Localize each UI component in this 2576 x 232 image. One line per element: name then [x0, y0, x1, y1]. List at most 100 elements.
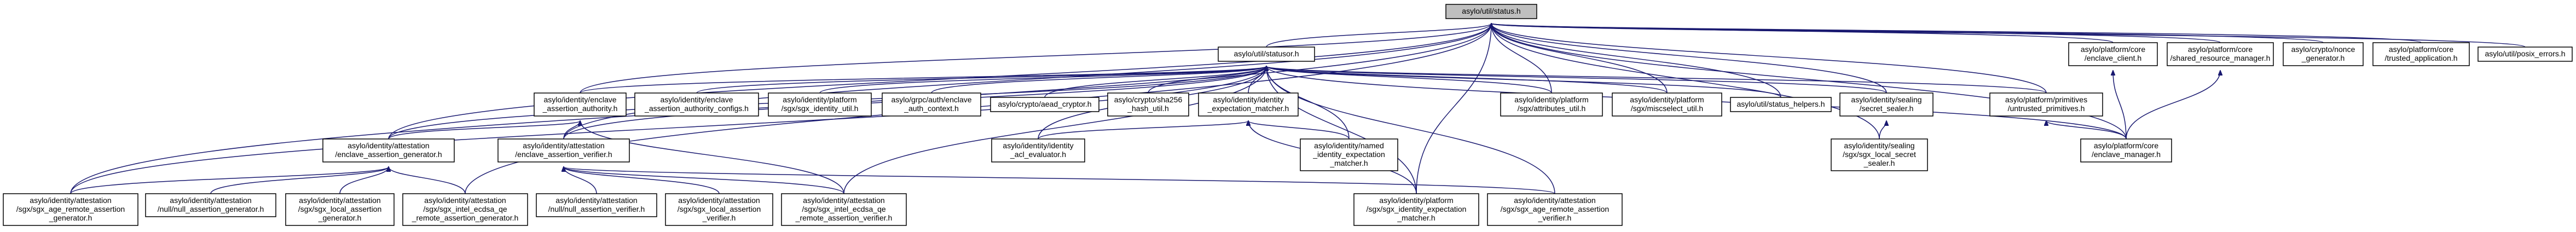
edge-sgx-age-remote-assertion-verifier-h-to-statusor-h [1266, 66, 1555, 194]
node-label-line: asylo/platform/core [2389, 45, 2453, 54]
node-label-line: asylo/identity/identity [1213, 95, 1283, 104]
node-enclave-assertion-authority-h[interactable]: asylo/identity/enclave_assertion_authori… [534, 92, 627, 117]
node-status-helpers-h[interactable]: asylo/util/status_helpers.h [1730, 97, 1832, 112]
node-sgx-intel-ecdsa-qe-remote-assertion-verifier-h[interactable]: asylo/identity/attestation/sgx/sgx_intel… [781, 193, 907, 226]
edge-sgx-age-remote-assertion-generator-h-to-statusor-h [70, 66, 1266, 194]
node-label-line: asylo/identity/platform [1514, 95, 1588, 104]
node-identity-expectation-matcher-h[interactable]: asylo/identity/identity_expectation_matc… [1198, 92, 1299, 117]
node-box [1831, 138, 1928, 171]
edge-named-identity-expectation-matcher-h-to-identity-expectation-matcher-h [1248, 121, 1350, 140]
node-label-line: /trusted_application.h [2384, 54, 2457, 62]
edge-sgx-age-remote-assertion-verifier-h-to-enclave-assertion-verifier-h [564, 167, 1555, 194]
node-sgx-local-assertion-generator-h[interactable]: asylo/identity/attestation/sgx/sgx_local… [285, 193, 395, 226]
node-attributes-util-h[interactable]: asylo/identity/platform/sgx/attributes_u… [1500, 92, 1603, 117]
edge-enclave-assertion-generator-h-to-enclave-assertion-authority-h [388, 121, 580, 140]
node-label-line: /sgx/sgx_age_remote_assertion [16, 205, 125, 213]
node-label-line: asylo/identity/sealing [1844, 141, 1914, 150]
dependency-edges [70, 24, 2526, 194]
node-shared-resource-manager-h[interactable]: asylo/platform/core/shared_resource_mana… [2167, 42, 2274, 66]
node-enclave-assertion-authority-configs-h[interactable]: asylo/identity/enclave_assertion_authori… [634, 92, 759, 117]
node-status-h[interactable]: asylo/util/status.h [1445, 4, 1537, 19]
node-label-line: asylo/identity/platform [1379, 196, 1453, 205]
node-sgx-age-remote-assertion-verifier-h[interactable]: asylo/identity/attestation/sgx/sgx_age_r… [1487, 193, 1623, 226]
node-posix-errors-h[interactable]: asylo/util/posix_errors.h [2477, 47, 2573, 62]
node-box [1107, 92, 1189, 117]
edge-acl-evaluator-h-to-identity-expectation-matcher-h [1038, 121, 1248, 140]
edge-trusted-application-h-to-status-h [1491, 24, 2422, 43]
node-label-line: /sgx/sgx_local_assertion [298, 205, 382, 213]
node-label-line: asylo/crypto/sha256 [1114, 95, 1183, 104]
node-label-line: asylo/identity/attestation [1514, 196, 1595, 205]
node-label-line: /sgx/sgx_identity_util.h [782, 104, 859, 113]
node-label-line: /enclave_client.h [2085, 54, 2141, 62]
node-label-line: _matcher.h [1397, 213, 1435, 222]
node-label-line: asylo/identity/attestation [299, 196, 380, 205]
edge-sgx-local-assertion-generator-h-to-enclave-assertion-generator-h [339, 167, 389, 194]
node-statusor-h[interactable]: asylo/util/statusor.h [1218, 47, 1315, 62]
node-label-line: _assertion_authority.h [542, 104, 618, 113]
node-box [1198, 92, 1299, 117]
node-box [634, 92, 759, 117]
node-trusted-application-h[interactable]: asylo/platform/core/trusted_application.… [2372, 42, 2470, 66]
node-label-line: asylo/util/status.h [1462, 7, 1520, 15]
node-box [1730, 97, 1832, 112]
node-enclave-assertion-generator-h[interactable]: asylo/identity/attestation/enclave_asser… [322, 138, 455, 163]
edge-sgx-intel-ecdsa-qe-remote-assertion-verifier-h-to-enclave-assertion-verifier-h [564, 167, 844, 194]
node-label-line: /null/null_assertion_generator.h [158, 205, 264, 213]
node-sgx-local-assertion-verifier-h[interactable]: asylo/identity/attestation/sgx/sgx_local… [665, 193, 773, 226]
node-enclave-client-h[interactable]: asylo/platform/core/enclave_client.h [2068, 42, 2158, 66]
edge-sgx-local-secret-sealer-h-to-secret-sealer-h [1879, 121, 1886, 140]
edge-untrusted-primitives-h-to-statusor-h [1266, 66, 2047, 94]
edge-secret-sealer-h-to-statusor-h [1266, 66, 1887, 94]
node-label-line: asylo/identity/named [1314, 141, 1384, 150]
node-named-identity-expectation-matcher-h[interactable]: asylo/identity/named_identity_expectatio… [1300, 138, 1398, 171]
node-box [990, 97, 1099, 112]
node-box [665, 193, 773, 226]
node-label-line: _auth_context.h [904, 104, 959, 113]
edge-enclave-manager-h-to-shared-resource-manager-h [2126, 71, 2220, 140]
node-label-line: asylo/identity/attestation [170, 196, 251, 205]
node-label-line: _remote_assertion_generator.h [412, 213, 519, 222]
node-untrusted-primitives-h[interactable]: asylo/platform/primitives/untrusted_prim… [1989, 92, 2103, 117]
node-box [2080, 138, 2172, 163]
node-sgx-local-secret-sealer-h[interactable]: asylo/identity/sealing/sgx/sgx_local_sec… [1831, 138, 1928, 171]
node-sgx-intel-ecdsa-qe-remote-assertion-generator-h[interactable]: asylo/identity/attestation/sgx/sgx_intel… [402, 193, 528, 226]
edge-miscselect-util-h-to-statusor-h [1266, 66, 1668, 94]
node-label-line: asylo/identity/attestation [523, 141, 604, 150]
node-label-line: asylo/identity/attestation [678, 196, 760, 205]
node-label-line: _expectation_matcher.h [1207, 104, 1289, 113]
edge-sha256-hash-util-h-to-statusor-h [1148, 66, 1266, 94]
node-sgx-identity-expectation-matcher-h[interactable]: asylo/identity/platform/sgx/sgx_identity… [1353, 193, 1479, 226]
node-label-line: asylo/platform/core [2081, 45, 2145, 54]
node-box [2477, 47, 2573, 62]
node-secret-sealer-h[interactable]: asylo/identity/sealing/secret_sealer.h [1839, 92, 1934, 117]
node-box [402, 193, 528, 226]
node-miscselect-util-h[interactable]: asylo/identity/platform/sgx/miscselect_u… [1612, 92, 1722, 117]
node-sgx-age-remote-assertion-generator-h[interactable]: asylo/identity/attestation/sgx/sgx_age_r… [3, 193, 138, 226]
node-sha256-hash-util-h[interactable]: asylo/crypto/sha256_hash_util.h [1107, 92, 1189, 117]
node-box [781, 193, 907, 226]
edge-enclave-client-h-to-status-h [1491, 24, 2114, 43]
node-aead-cryptor-h[interactable]: asylo/crypto/aead_cryptor.h [990, 97, 1099, 112]
node-enclave-assertion-verifier-h[interactable]: asylo/identity/attestation/enclave_asser… [497, 138, 630, 163]
node-label-line: asylo/platform/core [2188, 45, 2253, 54]
edge-enclave-assertion-authority-configs-h-to-statusor-h [696, 66, 1266, 94]
node-enclave-auth-context-h[interactable]: asylo/grpc/auth/enclave_auth_context.h [882, 92, 981, 117]
node-label-line: _matcher.h [1329, 159, 1368, 167]
node-acl-evaluator-h[interactable]: asylo/identity/identity_acl_evaluator.h [991, 138, 1085, 163]
node-box [536, 193, 657, 217]
node-sgx-identity-util-h[interactable]: asylo/identity/platform/sgx/sgx_identity… [768, 92, 872, 117]
node-null-assertion-verifier-h[interactable]: asylo/identity/attestation/null/null_ass… [536, 193, 657, 217]
node-label-line: _verifier.h [1538, 213, 1572, 222]
node-box [497, 138, 630, 163]
edge-untrusted-primitives-h-to-status-h [1491, 24, 2047, 94]
edge-enclave-assertion-authority-h-to-status-h [580, 24, 1491, 94]
node-label-line: asylo/identity/sealing [1851, 95, 1921, 104]
node-label-line: asylo/crypto/aead_cryptor.h [998, 100, 1091, 108]
node-box [2167, 42, 2274, 66]
node-nonce-generator-h[interactable]: asylo/crypto/nonce_generator.h [2283, 42, 2364, 66]
node-null-assertion-generator-h[interactable]: asylo/identity/attestation/null/null_ass… [145, 193, 276, 217]
node-box [3, 193, 138, 226]
node-enclave-manager-h[interactable]: asylo/platform/core/enclave_manager.h [2080, 138, 2172, 163]
